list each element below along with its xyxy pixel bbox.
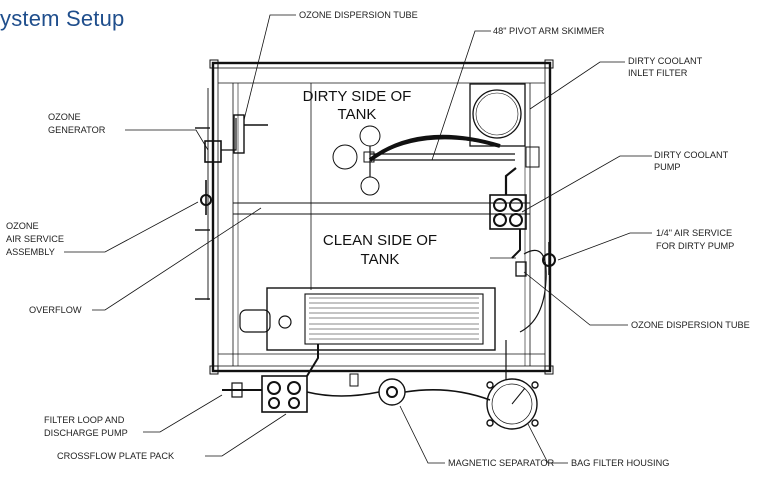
plate-pack-outer bbox=[266, 287, 496, 351]
tank-inner-wall bbox=[217, 67, 546, 367]
callout-air-service-dirty-pump-line2: FOR DIRTY PUMP bbox=[656, 241, 734, 251]
dirty-side-label-1: DIRTY SIDE OF bbox=[303, 88, 412, 105]
dirty-pump-chamber-2 bbox=[509, 198, 523, 212]
discharge-pump-riser bbox=[306, 344, 319, 377]
page-title: ystem Setup bbox=[0, 6, 125, 31]
bag-filter-clamp bbox=[511, 387, 526, 405]
magnetic-separator bbox=[306, 373, 491, 406]
filter-loop-discharge-pump bbox=[222, 344, 319, 413]
callout-ozone-dispersion-tube-right: OZONE DISPERSION TUBE bbox=[631, 320, 750, 330]
crossflow-plate-pack-unit bbox=[239, 287, 496, 351]
dirty-pump-inlet-pipe bbox=[504, 167, 517, 195]
skimmer-float-top bbox=[359, 125, 381, 147]
inlet-filter-bracket bbox=[525, 146, 540, 168]
dirty-coolant-inlet-filter bbox=[469, 83, 540, 168]
bag-filter-bolt-4 bbox=[531, 419, 539, 427]
bag-filter-bolt-1 bbox=[486, 381, 494, 389]
tank-corner-bl bbox=[209, 365, 219, 375]
plate-pack-port bbox=[278, 315, 292, 329]
skimmer-hose bbox=[368, 134, 501, 162]
ozone-tube-right-fitting bbox=[515, 261, 527, 277]
callout-ozone-air-service-line1: OZONE bbox=[6, 221, 39, 231]
callout-ozone-air-service-line2: AIR SERVICE bbox=[6, 234, 64, 244]
inlet-filter-basket-inner bbox=[475, 92, 519, 136]
plate-pack-elbow bbox=[239, 309, 271, 333]
callout-ozone-air-service-line3: ASSEMBLY bbox=[6, 247, 55, 257]
bag-filter-outer bbox=[486, 378, 538, 430]
ozone-generator-hose bbox=[221, 118, 237, 151]
discharge-pump-chamber-1 bbox=[267, 381, 281, 395]
skimmer-float-left bbox=[332, 144, 358, 170]
discharge-pump-chamber-4 bbox=[288, 397, 300, 409]
leader-lines bbox=[64, 14, 652, 464]
tank-corner-tr bbox=[544, 59, 554, 69]
discharge-pump-chamber-2 bbox=[287, 381, 301, 395]
bag-filter-bolt-3 bbox=[486, 419, 494, 427]
callout-dirty-pump-line2: PUMP bbox=[654, 162, 681, 172]
callout-overflow: OVERFLOW bbox=[29, 305, 82, 315]
dirty-side-label-2: TANK bbox=[338, 106, 377, 123]
ozone-generator-assembly bbox=[195, 88, 268, 300]
bag-filter-housing bbox=[486, 340, 539, 430]
dirty-pump-outlet-pipe bbox=[511, 229, 521, 259]
inlet-filter-basket bbox=[472, 89, 522, 139]
callout-ozone-dispersion-tube-top: OZONE DISPERSION TUBE bbox=[299, 10, 418, 20]
discharge-pump-valve bbox=[231, 382, 243, 398]
air-service-dirty-pump bbox=[490, 242, 556, 333]
tank bbox=[209, 59, 554, 375]
tank-outer-wall bbox=[211, 61, 552, 373]
callout-pivot-arm-skimmer: 48" PIVOT ARM SKIMMER bbox=[493, 26, 605, 36]
mag-sep-core bbox=[386, 386, 398, 398]
callout-inlet-filter-line2: INLET FILTER bbox=[628, 68, 688, 78]
skimmer-float-bottom bbox=[360, 176, 380, 196]
callout-ozone-generator-line2: GENERATOR bbox=[48, 125, 106, 135]
discharge-pump-chamber-3 bbox=[268, 397, 280, 409]
mag-sep-inlet-hose bbox=[306, 391, 380, 397]
mag-sep-outer bbox=[378, 378, 406, 406]
dirty-coolant-pump bbox=[489, 167, 527, 259]
bag-filter-inner bbox=[491, 383, 533, 425]
discharge-pump-body bbox=[261, 375, 308, 413]
callout-filter-loop-line2: DISCHARGE PUMP bbox=[44, 428, 128, 438]
plate-pack-inner bbox=[304, 293, 484, 345]
plate-pack-plates bbox=[309, 297, 479, 340]
ozone-tube-right-hose bbox=[519, 249, 547, 333]
dirty-pump-chamber-4 bbox=[509, 213, 523, 227]
mag-sep-fitting bbox=[349, 373, 359, 387]
pivot-arm-skimmer bbox=[332, 125, 515, 196]
ozone-generator-box bbox=[204, 140, 222, 163]
tank-corner-tl bbox=[209, 59, 219, 69]
skimmer-hose-core bbox=[369, 137, 501, 161]
callout-bag-filter-housing: BAG FILTER HOUSING bbox=[571, 458, 669, 468]
callout-magnetic-separator: MAGNETIC SEPARATOR bbox=[448, 458, 555, 468]
callout-filter-loop-line1: FILTER LOOP AND bbox=[44, 415, 125, 425]
ozone-dispersion-tube-top bbox=[233, 114, 245, 154]
mag-sep-outlet-hose bbox=[404, 388, 491, 401]
dirty-pump-chamber-3 bbox=[493, 213, 507, 227]
callout-crossflow-plate-pack: CROSSFLOW PLATE PACK bbox=[57, 451, 175, 461]
callout-air-service-dirty-pump-line1: 1/4" AIR SERVICE bbox=[656, 228, 732, 238]
tank-corner-br bbox=[544, 365, 554, 375]
callout-inlet-filter-line1: DIRTY COOLANT bbox=[628, 56, 703, 66]
skimmer-pivot bbox=[363, 151, 375, 163]
callout-dirty-pump-line1: DIRTY COOLANT bbox=[654, 150, 729, 160]
bag-filter-bolt-2 bbox=[531, 381, 539, 389]
clean-side-label-2: TANK bbox=[361, 251, 400, 268]
clean-side-label-1: CLEAN SIDE OF bbox=[323, 232, 437, 249]
dirty-pump-chamber-1 bbox=[493, 198, 507, 212]
dirty-pump-body bbox=[489, 194, 527, 230]
callout-ozone-generator-line1: OZONE bbox=[48, 112, 81, 122]
